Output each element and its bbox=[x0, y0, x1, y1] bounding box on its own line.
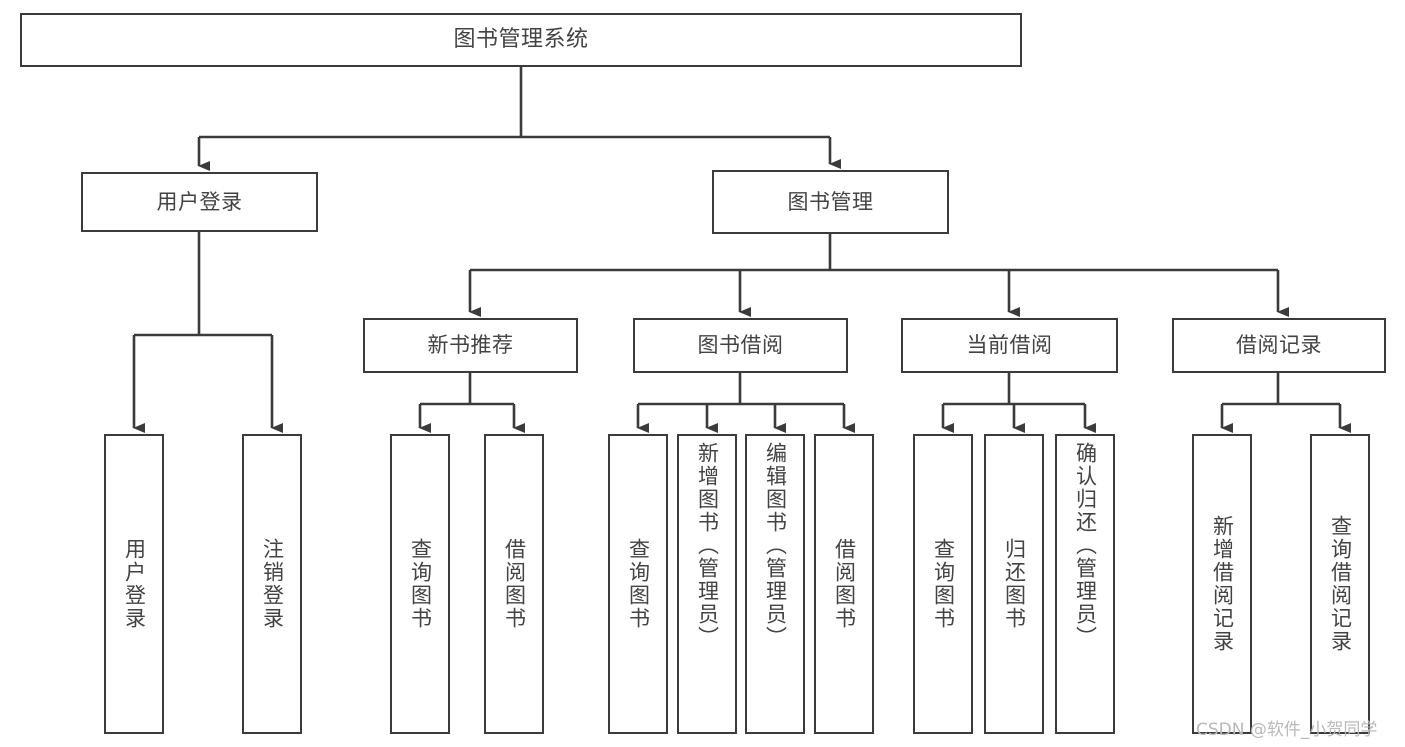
node-leaf-query-record[interactable]: 查询借阅记录 bbox=[1310, 434, 1370, 734]
node-leaf-query-book-2[interactable]: 查询图书 bbox=[608, 434, 668, 734]
node-leaf-edit-book[interactable]: 编辑图书（管理员） bbox=[745, 434, 805, 734]
node-current-borrow-label: 当前借阅 bbox=[966, 333, 1053, 358]
node-leaf-return-book[interactable]: 归还图书 bbox=[984, 434, 1044, 734]
node-new-book-recommend[interactable]: 新书推荐 bbox=[363, 318, 578, 373]
node-leaf-add-record-label: 新增借阅记录 bbox=[1210, 515, 1235, 653]
node-leaf-query-book-2-label: 查询图书 bbox=[626, 538, 651, 630]
node-leaf-borrow-book-1[interactable]: 借阅图书 bbox=[484, 434, 544, 734]
node-user-login[interactable]: 用户登录 bbox=[81, 172, 318, 232]
node-leaf-logout[interactable]: 注销登录 bbox=[242, 434, 302, 734]
node-new-book-recommend-label: 新书推荐 bbox=[427, 333, 514, 358]
csdn-watermark: CSDN @软件_小贺同学 bbox=[1196, 720, 1378, 740]
node-leaf-user-login[interactable]: 用户登录 bbox=[104, 434, 164, 734]
node-root-label: 图书管理系统 bbox=[453, 27, 589, 53]
node-leaf-return-book-label: 归还图书 bbox=[1002, 538, 1027, 630]
node-leaf-query-record-label: 查询借阅记录 bbox=[1328, 515, 1353, 653]
node-leaf-query-book-3-label: 查询图书 bbox=[931, 538, 956, 630]
node-leaf-query-book-1-label: 查询图书 bbox=[408, 538, 433, 630]
node-book-borrow[interactable]: 图书借阅 bbox=[633, 318, 848, 373]
node-leaf-confirm-return[interactable]: 确认归还（管理员） bbox=[1055, 434, 1115, 734]
node-book-manage[interactable]: 图书管理 bbox=[712, 170, 949, 234]
node-leaf-borrow-book-2[interactable]: 借阅图书 bbox=[814, 434, 874, 734]
node-leaf-add-book-label: 新增图书（管理员） bbox=[695, 442, 720, 649]
node-borrow-record[interactable]: 借阅记录 bbox=[1172, 318, 1386, 373]
node-book-manage-label: 图书管理 bbox=[787, 189, 874, 214]
node-book-borrow-label: 图书借阅 bbox=[697, 333, 784, 358]
node-leaf-user-login-label: 用户登录 bbox=[122, 538, 147, 630]
node-leaf-query-book-1[interactable]: 查询图书 bbox=[390, 434, 450, 734]
node-leaf-confirm-return-label: 确认归还（管理员） bbox=[1073, 442, 1098, 649]
node-user-login-label: 用户登录 bbox=[156, 189, 243, 214]
node-current-borrow[interactable]: 当前借阅 bbox=[901, 318, 1118, 373]
node-borrow-record-label: 借阅记录 bbox=[1236, 333, 1322, 358]
node-leaf-borrow-book-1-label: 借阅图书 bbox=[502, 538, 527, 630]
node-leaf-add-record[interactable]: 新增借阅记录 bbox=[1192, 434, 1252, 734]
node-leaf-logout-label: 注销登录 bbox=[260, 538, 285, 630]
node-leaf-edit-book-label: 编辑图书（管理员） bbox=[763, 442, 788, 649]
node-root[interactable]: 图书管理系统 bbox=[20, 13, 1022, 67]
node-leaf-add-book[interactable]: 新增图书（管理员） bbox=[677, 434, 737, 734]
node-leaf-query-book-3[interactable]: 查询图书 bbox=[913, 434, 973, 734]
node-leaf-borrow-book-2-label: 借阅图书 bbox=[832, 538, 857, 630]
